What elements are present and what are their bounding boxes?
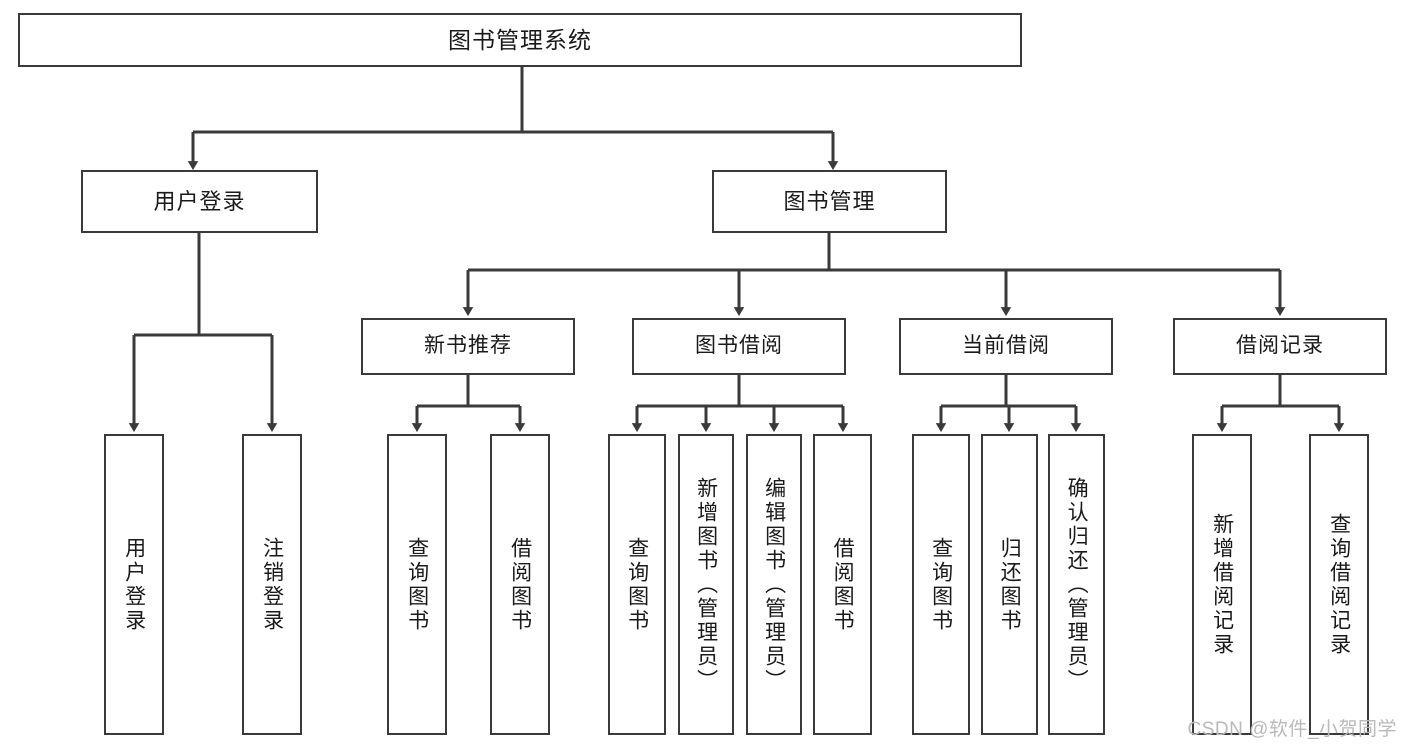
leaf-user-login-label: 用户登录 (122, 536, 146, 633)
node-user-login[interactable]: 用户登录 (81, 170, 318, 233)
node-book-borrow[interactable]: 图书借阅 (632, 318, 846, 375)
leaf-edit-book-admin[interactable]: 编辑图书（管理员） (746, 434, 802, 735)
node-root-book-management-system[interactable]: 图书管理系统 (18, 13, 1022, 67)
leaf-borrow-book[interactable]: 借阅图书 (813, 434, 872, 735)
leaf-new-book-query-label: 查询图书 (405, 536, 429, 633)
csdn-watermark: CSDN @软件_小贺同学 (1187, 719, 1397, 740)
leaf-current-query-book[interactable]: 查询图书 (912, 434, 970, 735)
node-new-book-recommend-label: 新书推荐 (424, 334, 512, 358)
node-borrow-record-label: 借阅记录 (1236, 334, 1324, 358)
leaf-borrow-book-label: 借阅图书 (831, 536, 855, 633)
leaf-add-borrow-record-label: 新增借阅记录 (1210, 512, 1234, 657)
node-book-management-label: 图书管理 (783, 188, 876, 214)
leaf-return-book-label: 归还图书 (998, 536, 1022, 633)
leaf-new-book-query[interactable]: 查询图书 (387, 434, 447, 735)
node-new-book-recommend[interactable]: 新书推荐 (361, 318, 575, 375)
leaf-query-borrow-record-label: 查询借阅记录 (1327, 512, 1351, 657)
node-user-login-label: 用户登录 (153, 188, 246, 214)
leaf-borrow-query-book[interactable]: 查询图书 (608, 434, 666, 735)
leaf-user-login[interactable]: 用户登录 (104, 434, 164, 735)
leaf-confirm-return-admin-label: 确认归还（管理员） (1065, 476, 1089, 693)
node-current-borrow-label: 当前借阅 (962, 334, 1050, 358)
node-book-borrow-label: 图书借阅 (695, 334, 783, 358)
node-root-label: 图书管理系统 (448, 26, 592, 53)
leaf-logout-label: 注销登录 (260, 536, 284, 633)
node-current-borrow[interactable]: 当前借阅 (899, 318, 1113, 375)
leaf-current-query-book-label: 查询图书 (929, 536, 953, 633)
leaf-logout[interactable]: 注销登录 (242, 434, 302, 735)
node-borrow-record[interactable]: 借阅记录 (1173, 318, 1387, 375)
leaf-return-book[interactable]: 归还图书 (981, 434, 1038, 735)
leaf-add-book-admin[interactable]: 新增图书（管理员） (678, 434, 734, 735)
leaf-add-book-admin-label: 新增图书（管理员） (694, 476, 718, 693)
leaf-confirm-return-admin[interactable]: 确认归还（管理员） (1048, 434, 1105, 735)
leaf-add-borrow-record[interactable]: 新增借阅记录 (1192, 434, 1252, 735)
node-book-management[interactable]: 图书管理 (712, 170, 947, 233)
leaf-edit-book-admin-label: 编辑图书（管理员） (762, 476, 786, 693)
leaf-borrow-query-book-label: 查询图书 (625, 536, 649, 633)
leaf-query-borrow-record[interactable]: 查询借阅记录 (1309, 434, 1369, 735)
leaf-new-book-borrow[interactable]: 借阅图书 (490, 434, 550, 735)
leaf-new-book-borrow-label: 借阅图书 (508, 536, 532, 633)
